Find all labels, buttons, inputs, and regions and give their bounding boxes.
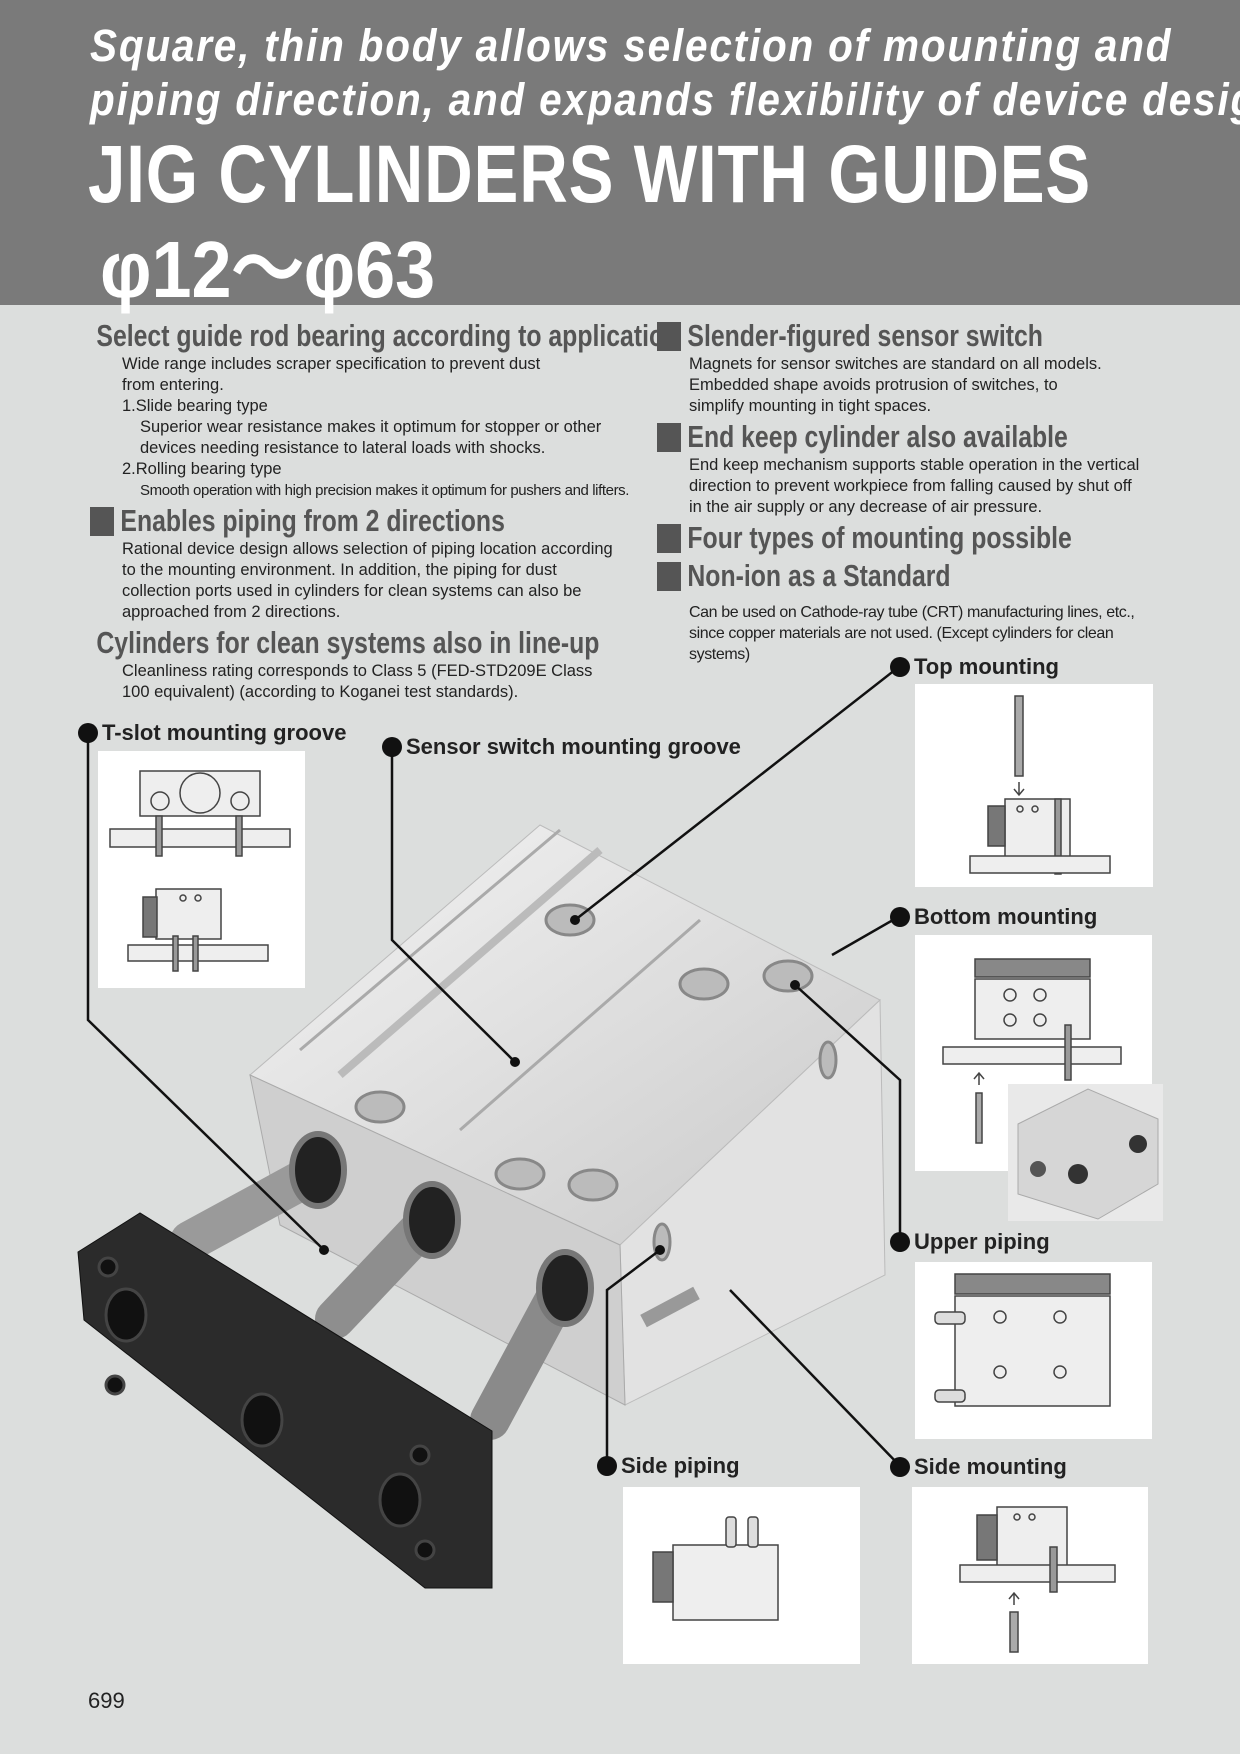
upper-piping-diagram — [915, 1262, 1152, 1439]
leader-lines — [86, 665, 902, 1467]
callout-bottom-mounting: Bottom mounting — [890, 904, 1097, 930]
feature-text: Wide range includes scraper specificatio… — [122, 355, 541, 373]
feature-text: Magnets for sensor switches are standard… — [689, 355, 1102, 373]
callout-dot-icon — [890, 1457, 910, 1477]
feature-text: Smooth operation with high precision mak… — [140, 482, 630, 499]
feature-text: to the mounting environment. In addition… — [122, 561, 557, 579]
top-mounting-diagram — [915, 684, 1153, 887]
callout-dot-icon — [382, 737, 402, 757]
side-piping-diagram — [623, 1487, 860, 1664]
feature-text: systems) — [689, 646, 750, 663]
callout-label: Sensor switch mounting groove — [406, 734, 741, 759]
callout-dot-icon — [890, 1232, 910, 1252]
callout-label: Top mounting — [914, 654, 1059, 679]
feature-heading: Enables piping from 2 directions — [120, 503, 505, 538]
callout-side-piping: Side piping — [597, 1453, 740, 1479]
feature-heading: End keep cylinder also available — [687, 419, 1068, 454]
callout-sensor-groove: Sensor switch mounting groove — [382, 734, 741, 760]
cylinder-photo — [1008, 1084, 1163, 1221]
callout-dot-icon — [890, 657, 910, 677]
feature-text: from entering. — [122, 376, 224, 394]
callout-label: Side mounting — [914, 1454, 1067, 1479]
t-slot-diagram — [98, 751, 305, 988]
feature-text: simplify mounting in tight spaces. — [689, 397, 932, 415]
feature-guide-bearing: Select guide rod bearing according to ap… — [90, 318, 679, 501]
callout-dot-icon — [597, 1456, 617, 1476]
feature-text: Rational device design allows selection … — [122, 540, 613, 558]
callout-label: Side piping — [621, 1453, 740, 1478]
feature-text: in the air supply or any decrease of air… — [689, 498, 1043, 516]
bullet-square-icon — [657, 422, 681, 452]
feature-heading: Cylinders for clean systems also in line… — [96, 625, 600, 660]
feature-text: 1.Slide bearing type — [122, 397, 268, 415]
callout-upper-piping: Upper piping — [890, 1229, 1050, 1255]
callout-side-mounting: Side mounting — [890, 1454, 1067, 1480]
feature-text: Embedded shape avoids protrusion of swit… — [689, 376, 1058, 394]
feature-text: Can be used on Cathode-ray tube (CRT) ma… — [689, 604, 1135, 621]
feature-text: since copper materials are not used. (Ex… — [689, 625, 1114, 642]
callout-dot-icon — [890, 907, 910, 927]
feature-heading: Four types of mounting possible — [687, 520, 1072, 555]
bullet-square-icon — [90, 506, 114, 536]
feature-four-mounting: Four types of mounting possible — [657, 520, 1237, 556]
tagline-1: Square, thin body allows selection of mo… — [90, 20, 1173, 71]
feature-sensor-switch: Slender-figured sensor switch Magnets fo… — [657, 318, 1237, 417]
callout-label: Bottom mounting — [914, 904, 1098, 929]
feature-piping-2-directions: Enables piping from 2 directions Rationa… — [90, 503, 650, 623]
callout-label: Upper piping — [914, 1229, 1050, 1254]
features-right: Slender-figured sensor switch Magnets fo… — [657, 318, 1237, 667]
page-number: 699 — [88, 1688, 125, 1713]
features-left: Select guide rod bearing according to ap… — [90, 318, 679, 705]
feature-text: collection ports used in cylinders for c… — [122, 582, 582, 600]
bullet-square-icon — [657, 523, 681, 553]
feature-heading: Select guide rod bearing according to ap… — [96, 318, 680, 353]
feature-non-ion: Non-ion as a Standard Can be used on Cat… — [657, 558, 1237, 665]
bullet-square-icon — [657, 321, 681, 351]
callout-top-mounting: Top mounting — [890, 654, 1059, 680]
callout-t-slot: T-slot mounting groove — [78, 720, 346, 746]
feature-text: approached from 2 directions. — [122, 603, 341, 621]
bullet-square-icon — [657, 561, 681, 591]
feature-end-keep: End keep cylinder also available End kee… — [657, 419, 1237, 518]
feature-heading: Non-ion as a Standard — [687, 558, 951, 593]
feature-text: 100 equivalent) (according to Koganei te… — [122, 683, 519, 701]
tagline-2: piping direction, and expands flexibilit… — [90, 74, 1240, 125]
feature-clean-systems: Cylinders for clean systems also in line… — [90, 625, 650, 703]
callout-label: T-slot mounting groove — [102, 720, 347, 745]
feature-text: Cleanliness rating corresponds to Class … — [122, 662, 593, 680]
page-title: JIG CYLINDERS WITH GUIDES — [88, 129, 1092, 220]
callout-dot-icon — [78, 723, 98, 743]
header-band — [0, 0, 1240, 305]
feature-text: End keep mechanism supports stable opera… — [689, 456, 1140, 474]
feature-text: Superior wear resistance makes it optimu… — [140, 418, 602, 436]
size-range: φ12～φ63 — [100, 225, 436, 314]
feature-text: 2.Rolling bearing type — [122, 460, 282, 478]
feature-heading: Slender-figured sensor switch — [687, 318, 1043, 353]
side-mounting-diagram — [912, 1487, 1148, 1664]
feature-text: devices needing resistance to lateral lo… — [140, 439, 546, 457]
feature-text: direction to prevent workpiece from fall… — [689, 477, 1132, 495]
